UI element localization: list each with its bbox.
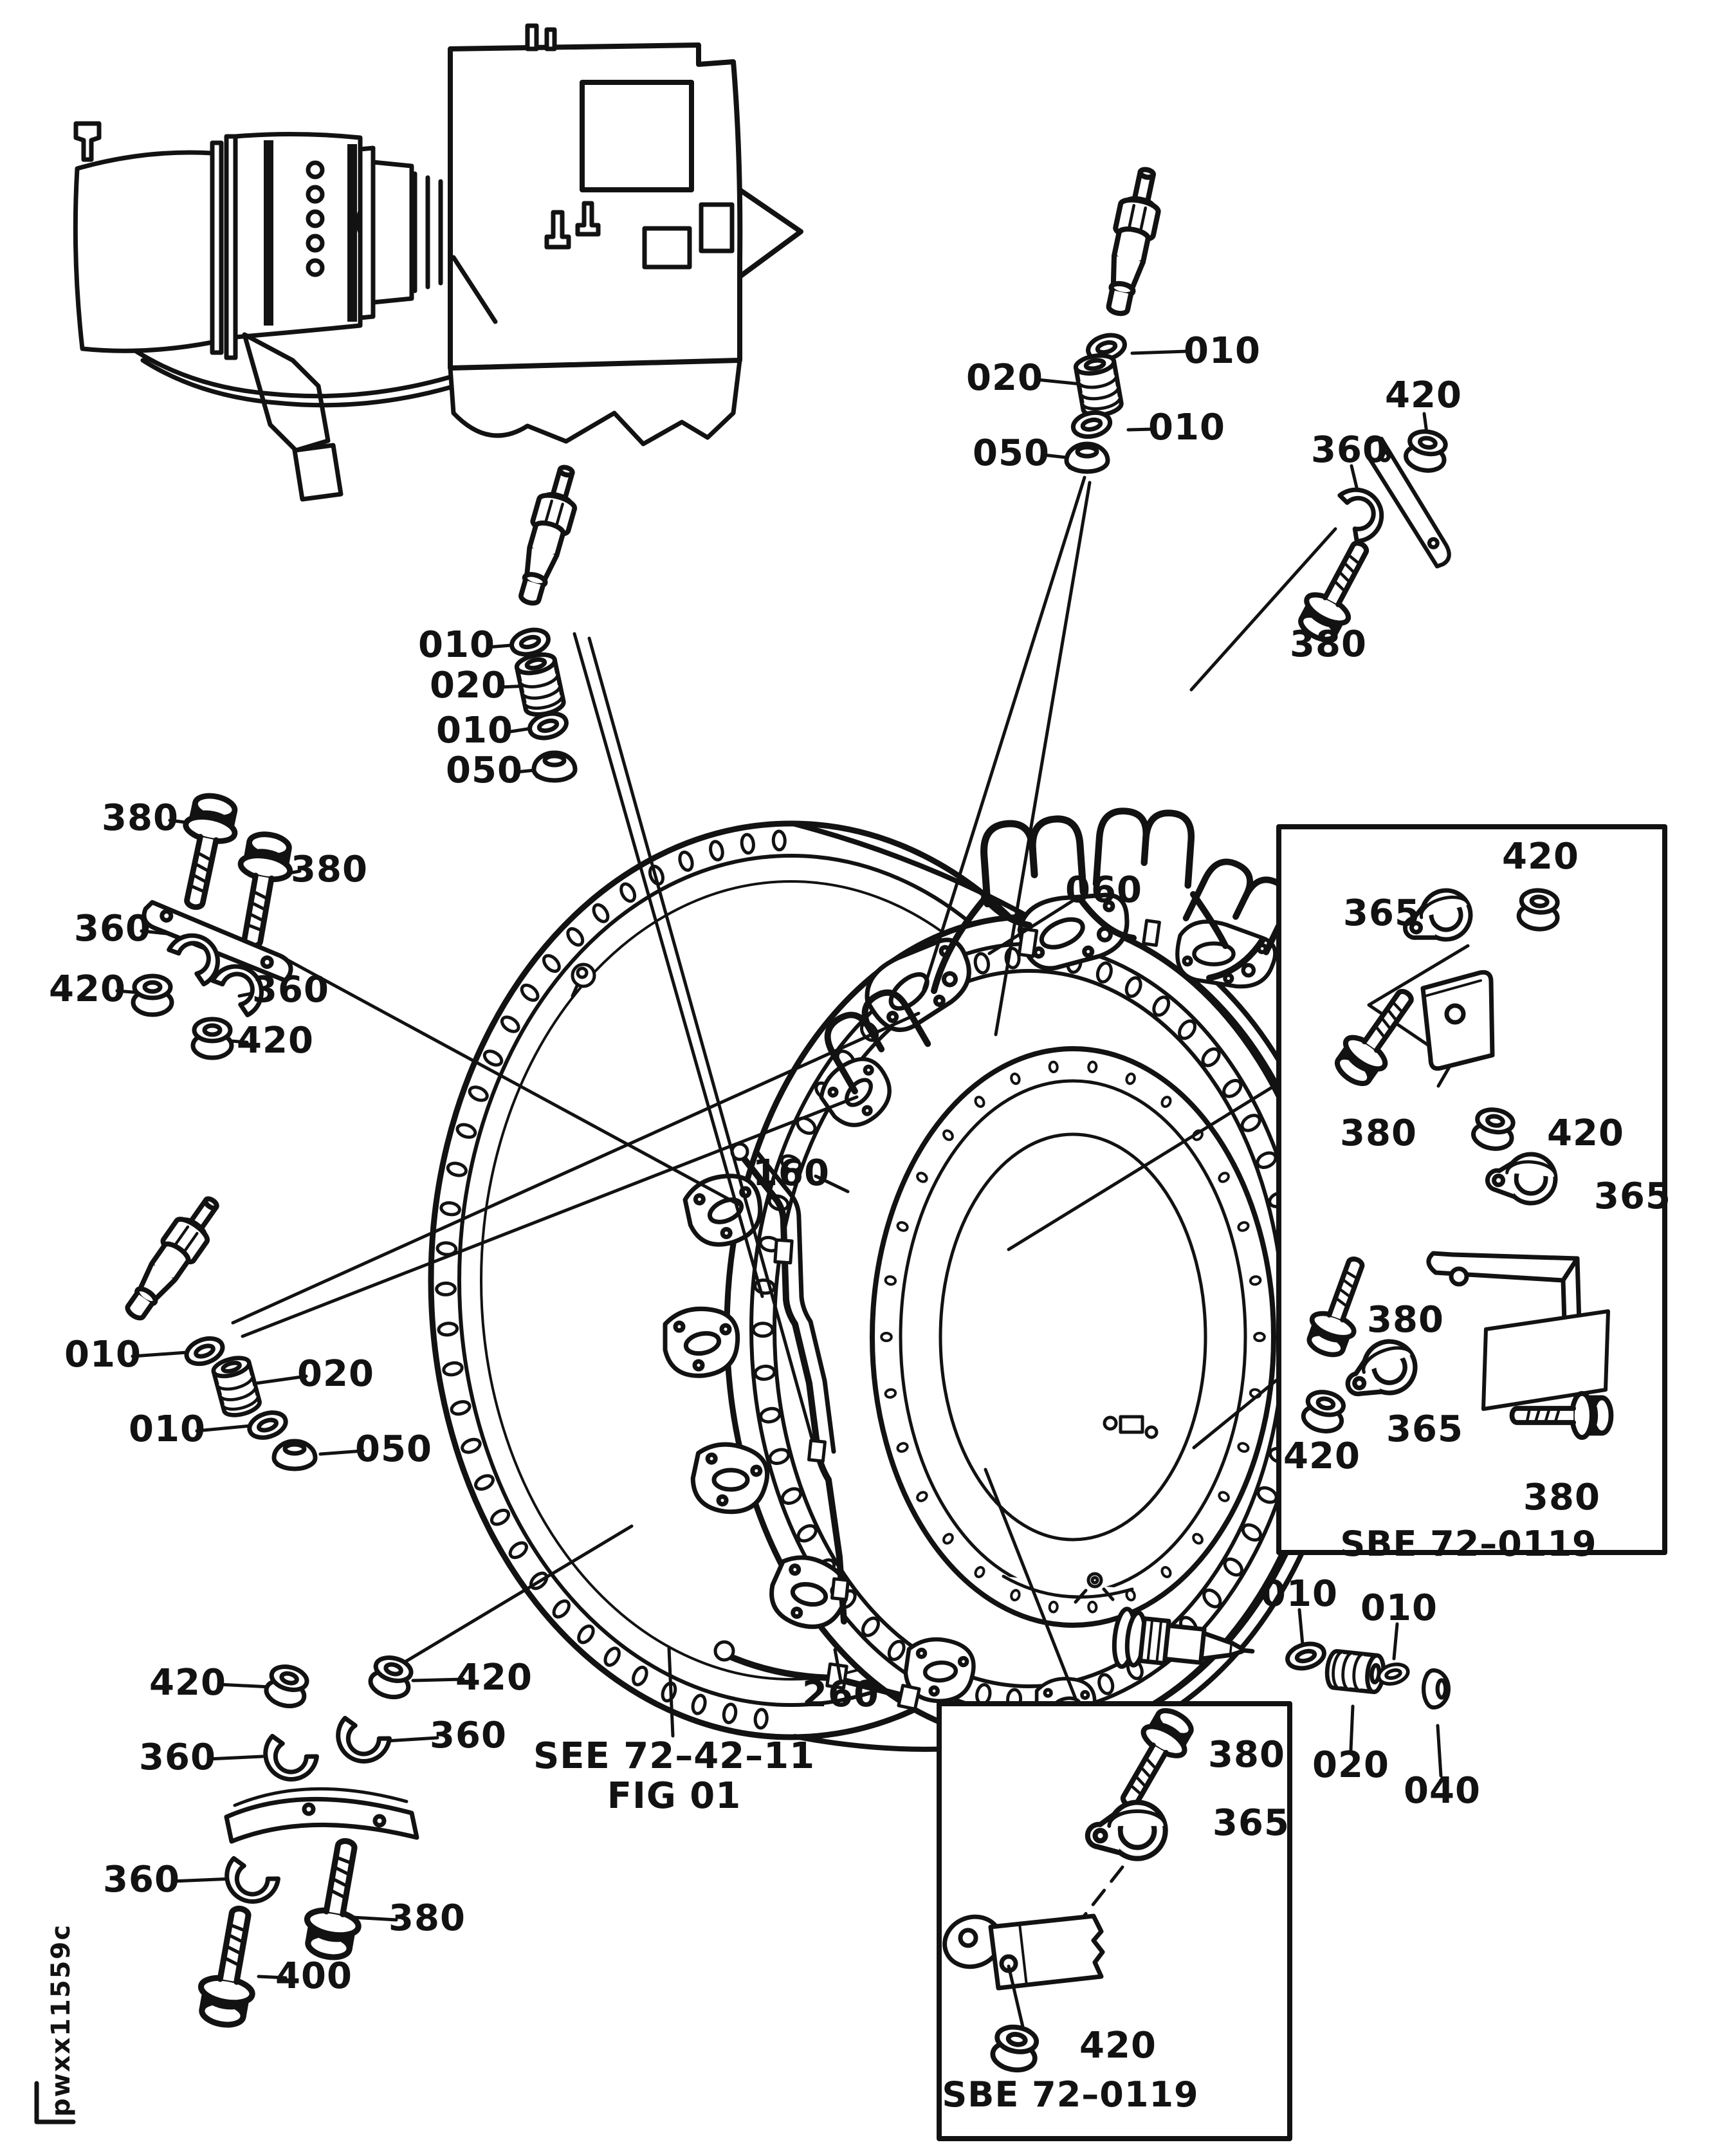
bracket-angle-2 xyxy=(942,1913,1105,1991)
callout-380: 380 xyxy=(1523,1477,1600,1518)
callout-380: 380 xyxy=(102,797,179,839)
interior-details xyxy=(1002,1415,1159,1604)
engine-side-view xyxy=(73,23,803,502)
corner-crop-mark xyxy=(34,2081,76,2124)
callout-420: 420 xyxy=(455,1657,533,1699)
callout-010: 010 xyxy=(1184,330,1261,372)
probe-assembly-upper-left xyxy=(509,463,585,780)
igniter-fitting-assembly xyxy=(1112,1607,1448,1708)
callout-010: 010 xyxy=(64,1334,142,1376)
callout-365: 365 xyxy=(1386,1408,1463,1450)
clamp-cluster-bottom-left xyxy=(195,1654,419,2029)
inset2-label: SBE 72–0119 xyxy=(942,2074,1199,2115)
small-boss-detail xyxy=(571,963,596,998)
callout-420: 420 xyxy=(237,1020,314,1062)
callout-020: 020 xyxy=(297,1353,374,1395)
callout-360: 360 xyxy=(252,969,329,1011)
callout-380: 380 xyxy=(1340,1112,1417,1154)
callout-380: 380 xyxy=(1290,623,1367,665)
combustor-case xyxy=(428,808,1353,1758)
figure-code: pwxx11559c xyxy=(46,1923,76,2117)
callout-040: 040 xyxy=(1404,1770,1481,1812)
callout-400: 400 xyxy=(275,1955,353,1997)
callout-360: 360 xyxy=(430,1715,507,1756)
callout-260: 260 xyxy=(802,1673,879,1715)
callout-050: 050 xyxy=(446,750,523,791)
callout-420: 420 xyxy=(149,1662,226,1704)
callout-365: 365 xyxy=(1343,892,1420,934)
callout-010: 010 xyxy=(1148,407,1225,448)
callout-380: 380 xyxy=(1208,1734,1285,1776)
fuel-tube-160 xyxy=(730,1142,850,1625)
callout-420: 420 xyxy=(1385,374,1462,416)
see-reference-line2: FIG 01 xyxy=(607,1775,742,1817)
inset-box-1 xyxy=(1276,824,1667,1555)
callout-420: 420 xyxy=(1079,2025,1157,2067)
callout-160: 160 xyxy=(753,1152,830,1194)
callout-360: 360 xyxy=(1311,429,1388,471)
callout-020: 020 xyxy=(966,357,1043,399)
fuel-tube-260 xyxy=(713,1640,921,1711)
callout-365: 365 xyxy=(1213,1802,1290,1844)
inset-box-2 xyxy=(937,1703,1292,2141)
callout-365: 365 xyxy=(1594,1175,1671,1217)
callout-050: 050 xyxy=(355,1428,432,1470)
callout-020: 020 xyxy=(430,665,507,706)
inset1-label: SBE 72–0119 xyxy=(1340,1524,1597,1564)
callout-420: 420 xyxy=(1283,1435,1360,1477)
inner-flange-bolt-holes xyxy=(880,1060,1266,1614)
callout-060: 060 xyxy=(1065,869,1142,911)
callout-420: 420 xyxy=(49,968,126,1010)
callout-010: 010 xyxy=(418,624,495,666)
fuel-tube-loops xyxy=(819,808,1296,1091)
callout-360: 360 xyxy=(74,908,151,950)
callout-380: 380 xyxy=(291,849,368,890)
callout-360: 360 xyxy=(139,1737,216,1778)
callout-050: 050 xyxy=(973,432,1050,474)
callout-010: 010 xyxy=(129,1408,206,1450)
callout-380: 380 xyxy=(1367,1299,1444,1341)
callout-420: 420 xyxy=(1502,836,1579,878)
leader-lines xyxy=(231,475,1502,1815)
callout-360: 360 xyxy=(103,1859,180,1901)
callout-010: 010 xyxy=(436,710,513,751)
callout-420: 420 xyxy=(1547,1112,1624,1154)
callout-020: 020 xyxy=(1312,1744,1389,1786)
callout-010: 010 xyxy=(1261,1573,1338,1615)
callout-010: 010 xyxy=(1360,1587,1438,1629)
callout-380: 380 xyxy=(389,1897,466,1939)
see-reference-line1: SEE 72–42–11 xyxy=(533,1735,816,1777)
